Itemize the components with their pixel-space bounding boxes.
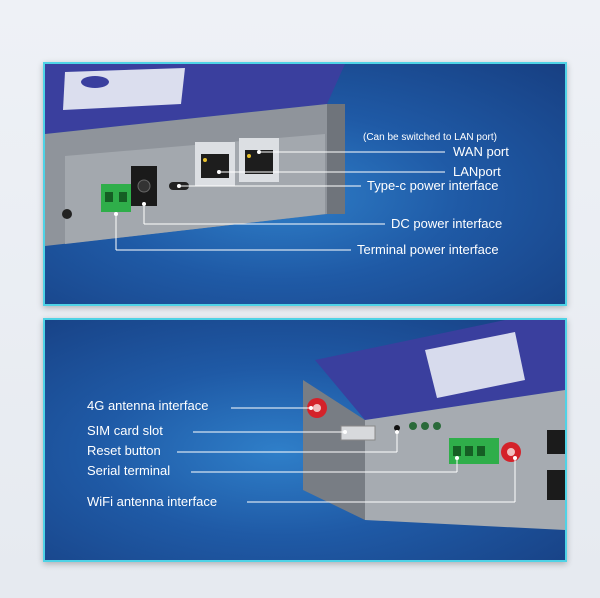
reset-hole [394, 425, 400, 431]
antenna-4g-label: 4G antenna interface [87, 398, 209, 413]
dc-power-label: DC power interface [391, 216, 503, 231]
callout-lines [115, 151, 445, 251]
sim-slot-label: SIM card slot [87, 423, 163, 438]
lan-port-label: LANport [453, 164, 501, 179]
top-panel: (Can be switched to LAN port) WAN port L… [43, 62, 567, 306]
sim-card [340, 425, 376, 441]
router-front-view [45, 64, 445, 251]
wifi-antenna-label: WiFi antenna interface [87, 494, 218, 509]
router-side-view [177, 320, 565, 530]
device-label-sticker [63, 68, 185, 110]
serial-terminal-label: Serial terminal [87, 463, 171, 478]
typec-label: Type-c power interface [367, 178, 499, 193]
terminal-power-label: Terminal power interface [357, 242, 499, 257]
wan-port-label: WAN port [453, 144, 509, 159]
device-label-sticker [425, 332, 525, 398]
device-logo [81, 76, 109, 88]
bottom-panel: 4G antenna interface SIM card slot Reset… [43, 318, 567, 562]
reset-button-label: Reset button [87, 443, 161, 458]
callout-lines [177, 407, 516, 503]
wan-note: (Can be switched to LAN port) [363, 132, 497, 143]
